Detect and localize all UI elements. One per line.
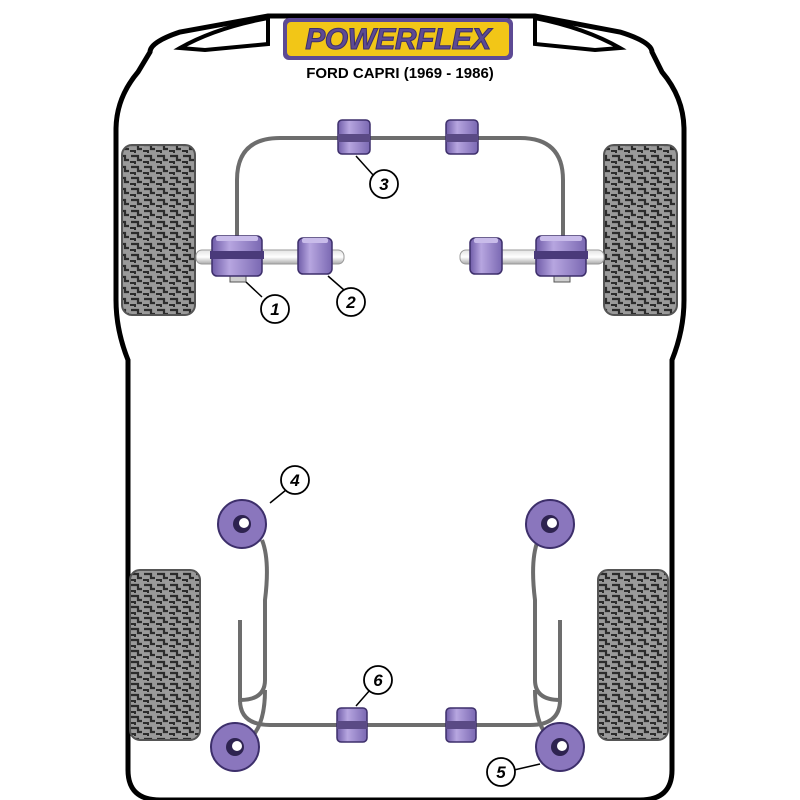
callout-6: 6 <box>363 665 393 695</box>
bushing-4-left-bushing-icon <box>217 499 267 549</box>
bushing-1-right-bushing-icon <box>534 235 588 283</box>
car-body-outline <box>113 13 687 800</box>
callout-1: 1 <box>260 294 290 324</box>
rear-left-spring <box>238 539 269 703</box>
front-anti-roll-bar <box>235 136 565 245</box>
bushing-1-left-bushing-icon <box>210 235 264 283</box>
bushing-2-left-bushing-icon <box>297 237 333 275</box>
svg-text:3: 3 <box>379 175 389 194</box>
brand-name: POWERFLEX <box>305 23 493 56</box>
svg-text:2: 2 <box>345 293 356 312</box>
bushing-5-right-bushing-icon <box>535 722 585 772</box>
bushing-2-right-bushing-icon <box>469 237 503 275</box>
callout-4: 4 <box>280 465 310 495</box>
callout-2: 2 <box>336 287 366 317</box>
svg-text:4: 4 <box>289 471 300 490</box>
bushing-4-right-bushing-icon <box>525 499 575 549</box>
rear-left-wheel-tyre-tread-icon <box>129 569 201 741</box>
svg-text:6: 6 <box>373 671 383 690</box>
front-right-wheel-tyre-tread-icon <box>603 144 678 316</box>
powerflex-logo: POWERFLEX <box>283 18 513 60</box>
rear-right-wheel-tyre-tread-icon <box>597 569 669 741</box>
front-left-wheel-tyre-tread-icon <box>121 144 196 316</box>
callout-leaders <box>245 155 541 771</box>
bushing-3-right-bushing-icon <box>445 119 479 155</box>
callout-3: 3 <box>369 169 399 199</box>
svg-text:1: 1 <box>270 300 279 319</box>
bushing-6-left-bushing-icon <box>336 707 368 743</box>
svg-text:5: 5 <box>496 763 506 782</box>
rear-right-spring <box>531 539 562 703</box>
bushing-5-left-bushing-icon <box>210 722 260 772</box>
rear-anti-roll-bar <box>238 620 562 727</box>
callout-5: 5 <box>486 757 516 787</box>
vehicle-title: FORD CAPRI (1969 - 1986) <box>306 65 494 82</box>
bushing-3-left-bushing-icon <box>337 119 371 155</box>
bushing-6-right-bushing-icon <box>445 707 477 743</box>
